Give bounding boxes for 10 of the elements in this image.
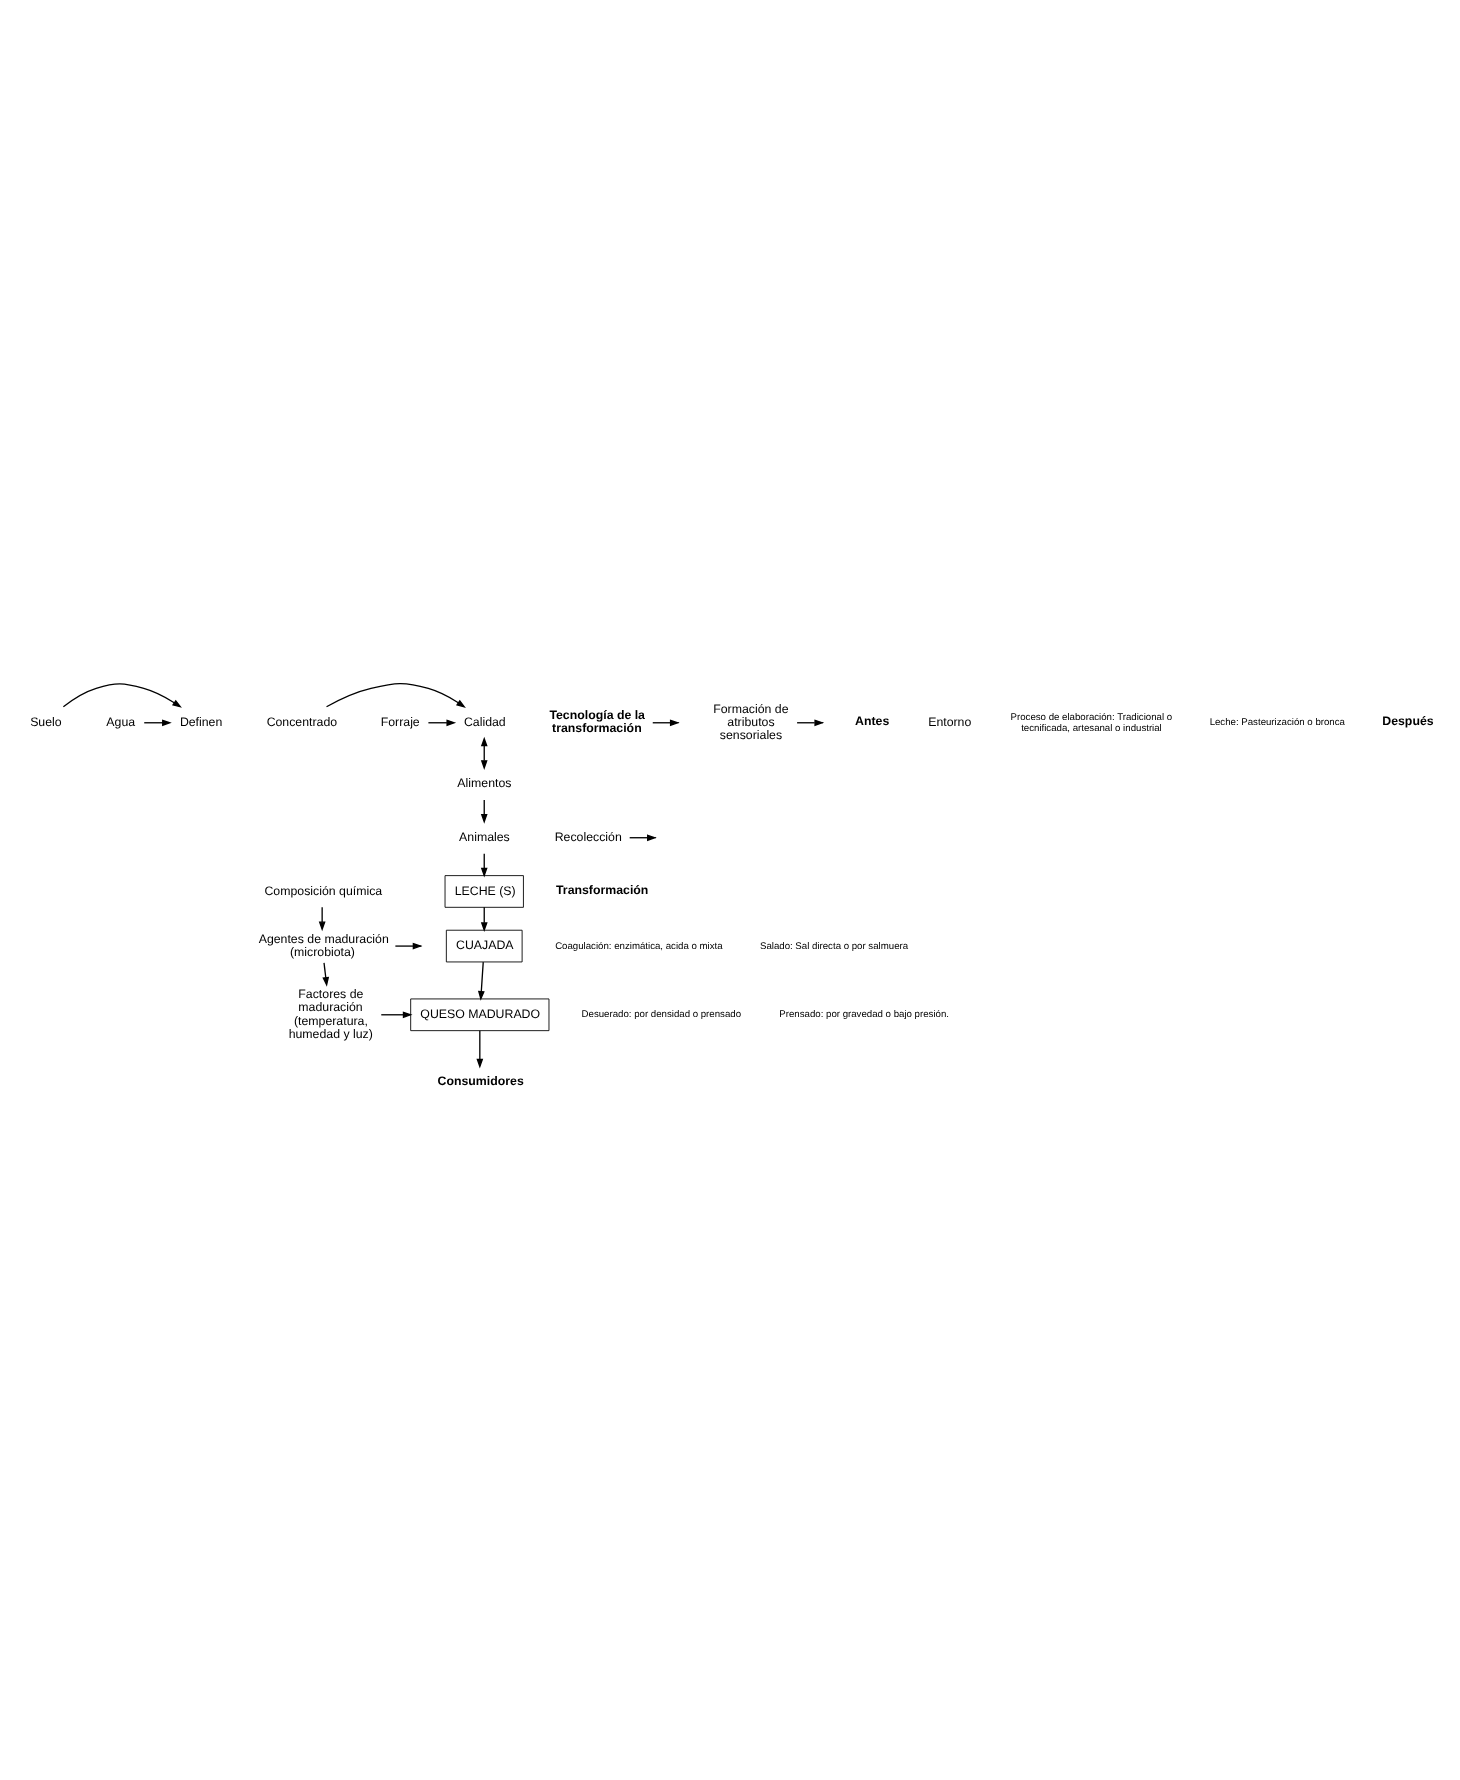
arrow bbox=[322, 961, 330, 986]
arrow bbox=[325, 682, 466, 707]
arrow bbox=[380, 1010, 413, 1018]
arrow bbox=[476, 1029, 484, 1068]
arrow bbox=[62, 682, 182, 707]
arrow bbox=[143, 718, 172, 726]
arrow bbox=[427, 718, 457, 726]
arrow bbox=[318, 905, 326, 931]
arrow bbox=[477, 960, 485, 1000]
arrow bbox=[394, 941, 423, 949]
